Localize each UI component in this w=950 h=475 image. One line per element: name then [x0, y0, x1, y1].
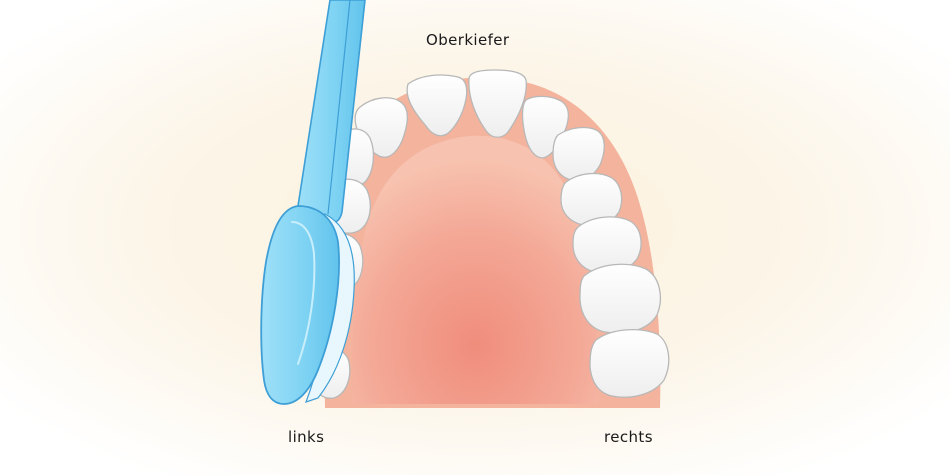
tooth-incisor-central-left [468, 69, 527, 138]
toothbrush-handle-edge [327, 0, 351, 215]
tooth-incisor-lateral [406, 74, 468, 137]
palate [352, 135, 599, 405]
label-upper-jaw: Oberkiefer [426, 31, 510, 49]
tooth-molar-right-1 [579, 263, 661, 334]
label-left: links [288, 428, 325, 446]
label-right: rechts [604, 428, 653, 446]
tooth-molar-right-2 [589, 329, 670, 398]
toothbrush-head [260, 205, 340, 405]
toothbrush-icon [260, 0, 366, 405]
toothbrush-head-highlight [291, 221, 316, 365]
